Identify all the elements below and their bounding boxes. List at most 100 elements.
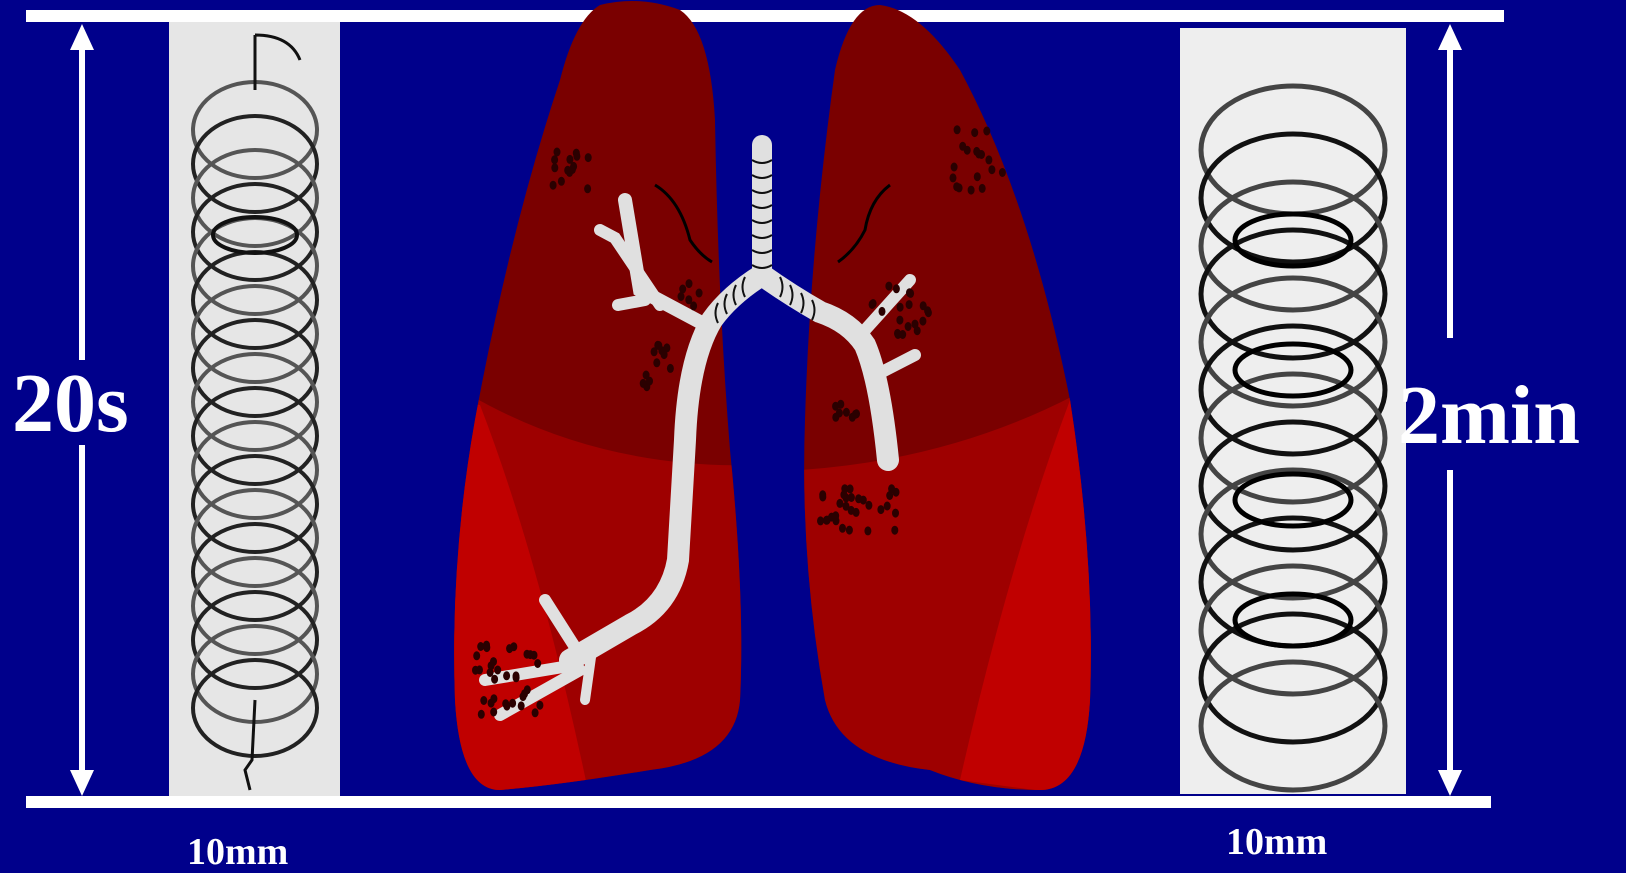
lesion-dot — [551, 163, 558, 172]
lesion-dot — [892, 509, 899, 518]
lesion-dot — [895, 330, 902, 339]
lesion-dot — [478, 710, 485, 719]
lesion-dot — [518, 701, 525, 710]
lesion-dot — [860, 496, 867, 505]
lesion-dot — [906, 300, 913, 309]
lesion-dot — [477, 642, 484, 651]
left-mr-image — [169, 22, 340, 796]
right-lung — [790, 0, 1110, 800]
lesion-dot — [667, 364, 674, 373]
lesion-dot — [473, 651, 480, 660]
lesion-dot — [655, 341, 662, 350]
lesion-dot — [888, 484, 895, 493]
lesion-dot — [569, 165, 576, 174]
lesion-dot — [884, 502, 891, 511]
lesion-dot — [584, 184, 591, 193]
lesion-dot — [824, 516, 831, 525]
top-line — [26, 10, 1504, 22]
lesion-dot — [836, 499, 843, 508]
left-width-label: 10mm — [187, 833, 288, 871]
lesion-dot — [959, 142, 966, 151]
lesion-dot — [513, 673, 520, 682]
lesion-dot — [566, 155, 573, 164]
lesion-dot — [585, 153, 592, 162]
lesion-dot — [912, 320, 919, 329]
lesion-dot — [819, 493, 826, 502]
lesion-dot — [554, 148, 561, 157]
lesion-dot — [877, 505, 884, 514]
lesion-dot — [968, 186, 975, 195]
lesion-dot — [954, 125, 961, 134]
lesion-dot — [951, 163, 958, 172]
right-duration-label: 2min — [1398, 374, 1580, 458]
lesion-dot — [988, 165, 995, 174]
lesion-dot — [847, 484, 854, 493]
lesion-dot — [646, 377, 653, 386]
lesion-dot — [509, 699, 516, 708]
lesion-dot — [950, 173, 957, 182]
lesion-dot — [924, 306, 931, 315]
lesion-dot — [983, 127, 990, 136]
lesion-dot — [536, 701, 543, 710]
lesion-dot — [846, 526, 853, 535]
right-width-label: 10mm — [1226, 823, 1327, 861]
lesion-dot — [853, 409, 860, 418]
lesion-dot — [840, 490, 847, 499]
lesion-dot — [476, 665, 483, 674]
lesion-dot — [978, 150, 985, 159]
lesion-dot — [534, 659, 541, 668]
lesion-dot — [661, 350, 668, 359]
lesion-dot — [879, 307, 886, 316]
lesion-dot — [640, 379, 647, 388]
lesion-dot — [506, 644, 513, 653]
lesion-dot — [503, 671, 510, 680]
lesion-dot — [686, 279, 693, 288]
lesion-dot — [573, 152, 580, 161]
lesion-dot — [480, 696, 487, 705]
lesion-dot — [897, 303, 904, 312]
lesion-dot — [817, 516, 824, 525]
lesion-dot — [864, 526, 871, 535]
lesion-dot — [832, 511, 839, 520]
lesion-dot — [832, 402, 839, 411]
lesion-dot — [956, 183, 963, 192]
lesion-dot — [490, 708, 497, 717]
lesion-dot — [999, 168, 1006, 177]
lesion-dot — [869, 300, 876, 309]
left-duration-label: 20s — [12, 362, 129, 446]
lesion-dot — [696, 289, 703, 298]
lesion-dot — [488, 661, 495, 670]
lesion-dot — [979, 184, 986, 193]
lesion-dot — [985, 155, 992, 164]
lesion-dot — [896, 316, 903, 325]
lesion-dot — [521, 689, 528, 698]
lesion-dot — [527, 650, 534, 659]
lesion-dot — [685, 295, 692, 304]
lesion-dot — [905, 322, 912, 331]
lesion-dot — [491, 675, 498, 684]
lesion-dot — [550, 181, 557, 190]
lesion-dot — [971, 128, 978, 137]
lesion-dot — [551, 155, 558, 164]
lesion-dot — [494, 666, 501, 675]
lesion-dot — [865, 501, 872, 510]
bottom-line — [26, 796, 1491, 808]
lesion-dot — [893, 284, 900, 293]
lesion-dot — [853, 508, 860, 517]
lesion-dot — [832, 413, 839, 422]
lesion-dot — [558, 177, 565, 186]
lesion-dot — [919, 317, 926, 326]
lesion-dot — [839, 524, 846, 533]
lesion-dot — [488, 699, 495, 708]
lesion-dot — [843, 408, 850, 417]
right-mr-image — [1180, 28, 1406, 794]
lesion-dot — [678, 292, 685, 301]
lesion-dot — [483, 641, 490, 650]
lesion-dot — [891, 526, 898, 535]
lesion-dot — [974, 172, 981, 181]
lesion-dot — [885, 282, 892, 291]
lesion-dot — [653, 358, 660, 367]
lesion-dot — [907, 289, 914, 298]
lesion-dot — [532, 708, 539, 717]
